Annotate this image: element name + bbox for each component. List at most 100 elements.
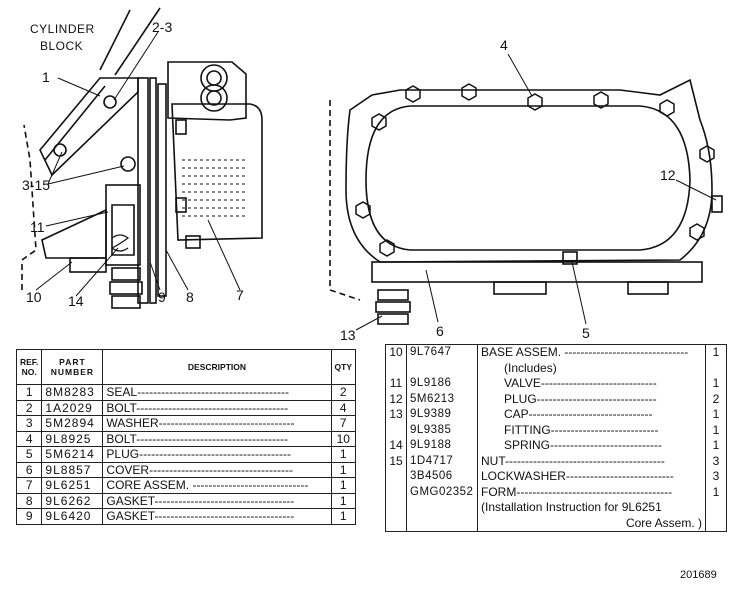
row-qty: 1 xyxy=(705,484,727,500)
row-description: SEAL------------------------------------… xyxy=(102,384,332,401)
row-qty: 2 xyxy=(705,391,727,407)
table-row: (Installation Instruction for 9L6251 xyxy=(385,500,727,516)
row-qty: 1 xyxy=(705,422,727,438)
row-qty: 1 xyxy=(330,477,357,494)
callout-1: 1 xyxy=(42,69,50,85)
row-part-number: 9L7647 xyxy=(406,344,478,361)
row-description: GASKET----------------------------------… xyxy=(102,508,332,525)
row-qty: 2 xyxy=(330,384,357,401)
row-part-number: 9L6251 xyxy=(41,477,104,494)
row-part-number: 9L9389 xyxy=(406,407,478,423)
row-part-number: 9L6262 xyxy=(41,492,104,509)
row-part-number: 5M6213 xyxy=(406,391,478,407)
row-qty: 1 xyxy=(705,407,727,423)
callout-6: 6 xyxy=(436,323,444,339)
row-part-number: 9L8857 xyxy=(41,461,104,478)
row-part-number: 9L9188 xyxy=(406,438,478,454)
row-part-number: 9L9385 xyxy=(406,422,478,438)
row-ref: 15 xyxy=(385,453,407,469)
row-description: Core Assem. ) xyxy=(477,515,706,532)
table-header-row: REF. NO. PART NUMBER DESCRIPTION QTY xyxy=(15,349,357,385)
row-description: GASKET----------------------------------… xyxy=(102,492,332,509)
row-description: NUT-------------------------------------… xyxy=(477,453,706,469)
row-part-number: GMG02352 xyxy=(406,484,478,500)
figure-number: 201689 xyxy=(680,569,717,581)
callout-5: 5 xyxy=(582,325,590,341)
row-part-number: 1A2029 xyxy=(41,399,104,416)
callout-3-15: 3-15 xyxy=(22,177,50,193)
row-qty xyxy=(705,515,727,532)
row-ref: 2 xyxy=(15,399,43,416)
row-part-number: 9L8925 xyxy=(41,430,104,447)
row-ref: 12 xyxy=(385,391,407,407)
row-ref: 6 xyxy=(15,461,43,478)
row-qty: 3 xyxy=(705,453,727,469)
row-ref: 11 xyxy=(385,376,407,392)
row-ref: 13 xyxy=(385,407,407,423)
row-part-number: 1D4717 xyxy=(406,453,478,469)
row-qty: 1 xyxy=(330,461,357,478)
header-part-number: PART NUMBER xyxy=(41,349,104,385)
row-ref: 1 xyxy=(15,384,43,401)
row-qty: 1 xyxy=(705,438,727,454)
left-callouts: 1 2-3 3-15 11 10 14 9 8 7 xyxy=(22,19,244,309)
header-description: DESCRIPTION xyxy=(102,349,332,385)
parts-diagram: CYLINDER BLOCK xyxy=(21,7,723,343)
row-ref xyxy=(385,515,407,532)
row-description: (Installation Instruction for 9L6251 xyxy=(477,500,706,516)
row-ref xyxy=(385,500,407,516)
callout-10: 10 xyxy=(26,289,42,305)
row-description: CAP------------------------------- xyxy=(477,407,706,423)
row-description: (Includes) xyxy=(477,360,706,376)
header-ref-no: REF. NO. xyxy=(15,349,43,385)
row-part-number xyxy=(406,360,478,376)
row-ref: 5 xyxy=(15,446,43,463)
row-qty: 3 xyxy=(705,469,727,485)
callout-12: 12 xyxy=(660,167,676,183)
row-description: FORM------------------------------------… xyxy=(477,484,706,500)
right-front-view xyxy=(329,53,723,331)
row-description: PLUG------------------------------ xyxy=(477,391,706,407)
table-row: Core Assem. ) xyxy=(385,515,727,532)
right-callouts: 4 12 13 6 5 xyxy=(340,37,676,343)
row-ref: 8 xyxy=(15,492,43,509)
row-ref: 4 xyxy=(15,430,43,447)
row-qty: 10 xyxy=(330,430,357,447)
row-ref: 3 xyxy=(15,415,43,432)
row-qty: 1 xyxy=(705,376,727,392)
row-qty: 4 xyxy=(330,399,357,416)
row-qty xyxy=(705,360,727,376)
row-qty xyxy=(705,500,727,516)
row-part-number: 9L9186 xyxy=(406,376,478,392)
block-label-line2: BLOCK xyxy=(40,39,83,53)
row-part-number: 5M2894 xyxy=(41,415,104,432)
row-ref: 7 xyxy=(15,477,43,494)
callout-13: 13 xyxy=(340,327,356,343)
row-part-number: 5M6214 xyxy=(41,446,104,463)
row-qty: 1 xyxy=(330,446,357,463)
row-description: FITTING--------------------------- xyxy=(477,422,706,438)
row-ref xyxy=(385,422,407,438)
left-side-view: CYLINDER BLOCK xyxy=(21,7,263,309)
row-qty: 1 xyxy=(330,508,357,525)
callout-4: 4 xyxy=(500,37,508,53)
row-ref xyxy=(385,484,407,500)
row-ref: 9 xyxy=(15,508,43,525)
row-part-number xyxy=(406,515,478,532)
block-label-line1: CYLINDER xyxy=(30,22,95,36)
row-ref xyxy=(385,360,407,376)
callout-8: 8 xyxy=(186,289,194,305)
